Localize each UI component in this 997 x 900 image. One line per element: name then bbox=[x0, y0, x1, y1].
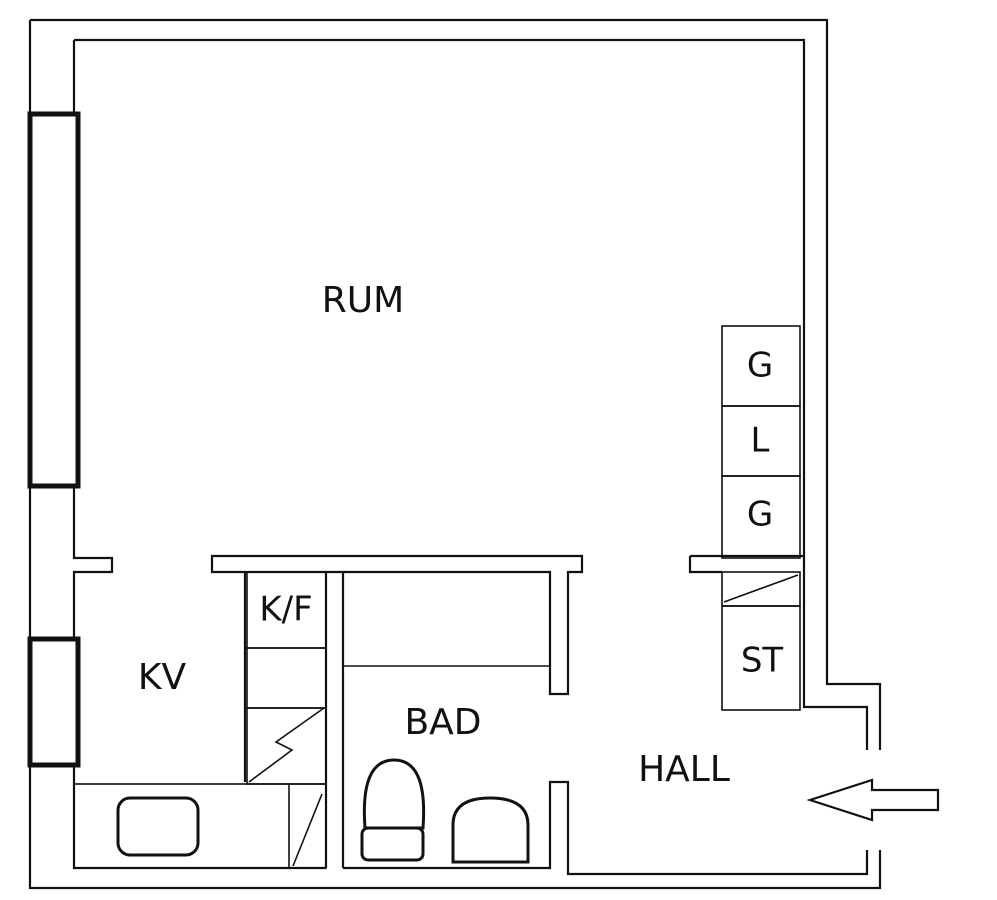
room-label-bad: BAD bbox=[404, 702, 481, 743]
room-label-kf: K/F bbox=[259, 590, 312, 630]
closet-label-g-bottom: G bbox=[747, 495, 773, 535]
storage-label-st: ST bbox=[741, 641, 784, 681]
fridge-freezer-unit bbox=[246, 571, 327, 785]
closet-label-g-top: G bbox=[747, 346, 773, 386]
room-label-kv: KV bbox=[138, 657, 187, 698]
washbasin-icon bbox=[451, 796, 530, 864]
entrance-arrow-icon bbox=[806, 778, 940, 822]
kitchen-sink-icon bbox=[116, 796, 200, 857]
bathroom-fixtures bbox=[360, 758, 530, 864]
window-kv bbox=[27, 636, 81, 768]
toilet-icon bbox=[362, 758, 426, 830]
closet-label-l: L bbox=[751, 421, 770, 461]
room-label-hall: HALL bbox=[638, 749, 730, 790]
window-rum bbox=[27, 111, 81, 489]
kitchen-counter bbox=[73, 783, 327, 869]
closet-column bbox=[721, 325, 801, 711]
room-label-rum: RUM bbox=[322, 280, 404, 321]
